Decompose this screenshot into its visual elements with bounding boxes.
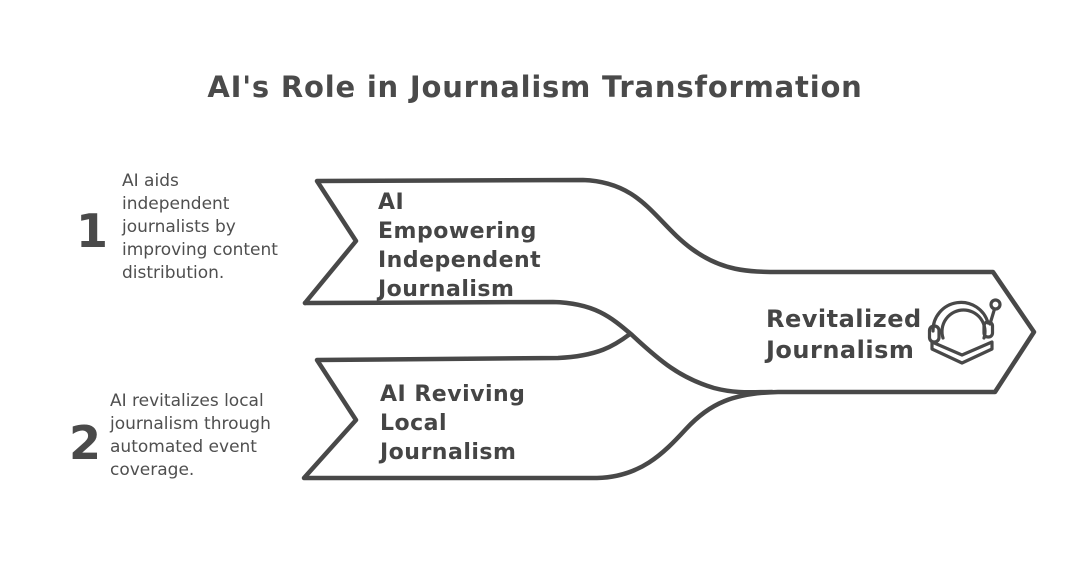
headphone-right-cup-icon: [982, 320, 995, 339]
step-2-number: 2: [69, 416, 102, 470]
antenna-ball-icon: [989, 298, 1002, 311]
result-label: Revitalized Journalism: [766, 305, 922, 364]
ribbon-merge-path: [302, 299, 775, 395]
headphone-band-icon: [931, 300, 990, 333]
open-book-icon: [930, 340, 994, 365]
page-title: AI's Role in Journalism Transformation: [207, 70, 863, 104]
step-1-number: 1: [76, 204, 109, 258]
antenna-icon: [988, 307, 997, 326]
step-1-description: AI aids independent journalists by impro…: [122, 171, 278, 283]
step-2-description: AI revitalizes local journalism through …: [110, 391, 271, 480]
step-1-band-label: AI Empowering Independent Journalism: [378, 190, 542, 302]
robot-head-dome-icon: [940, 308, 987, 340]
headphone-left-cup-icon: [927, 324, 941, 344]
ai-journalist-headset-book-icon: [927, 298, 1002, 365]
step-2-band-label: AI Reviving Local Journalism: [380, 382, 526, 465]
